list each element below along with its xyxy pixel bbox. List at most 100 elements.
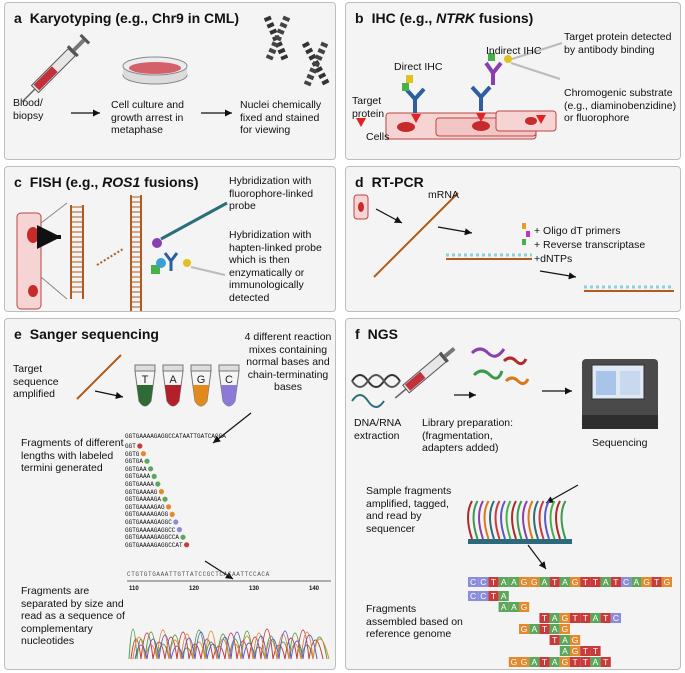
fragment-row: GGTGAA: [125, 465, 147, 473]
svg-text:T: T: [542, 624, 547, 634]
dntp-label: +dNTPs: [534, 253, 573, 265]
target-detected-label: Target protein detected by antibody bind…: [564, 31, 672, 56]
svg-text:G: G: [521, 624, 528, 634]
cluster-strand: [522, 500, 528, 540]
fragment-row: GGTGAAAAGA: [125, 496, 162, 504]
svg-text:A: A: [511, 602, 517, 612]
hyb-hapten-label: Hybridization with hapten-linked probe w…: [229, 229, 322, 304]
tube-label: G: [197, 374, 206, 386]
svg-text:T: T: [542, 657, 547, 667]
primer-icon: [522, 223, 530, 245]
svg-text:C: C: [480, 591, 486, 601]
flow-cell-icon: [468, 539, 572, 544]
indirect-ihc-label: Indirect IHC: [486, 45, 542, 57]
cluster-strand: [549, 500, 556, 540]
dna-rungs: [131, 196, 141, 308]
svg-text:G: G: [572, 577, 579, 587]
svg-text:G: G: [531, 577, 538, 587]
cluster-strand: [489, 500, 495, 540]
direct-antibody-icon: [402, 75, 426, 113]
reaction-tube-a: A: [162, 364, 184, 407]
mrna-cdna-strand-icon: [446, 253, 532, 260]
reaction-tube-g: G: [190, 364, 212, 407]
sequencer-icon: [582, 359, 658, 429]
chromogenic-label: Chromogenic substrate (e.g., diaminobenz…: [564, 87, 677, 124]
fragment-row: GGTGAAAAGAGGCCAT: [125, 541, 183, 549]
fragment-row: GGTGA: [125, 458, 144, 466]
blood-biopsy-label: Blood/ biopsy: [13, 97, 44, 122]
svg-text:G: G: [572, 635, 579, 645]
cell-culture-label: Cell culture and growth arrest in metaph…: [111, 99, 184, 136]
fragment-label-dot: [151, 473, 157, 479]
chromatogram-sequence: CTGTGTGAAATTGTTATCCGCTCACAATTCCACA: [127, 571, 270, 578]
fragments-generated-label: Fragments of different lengths with labe…: [21, 437, 124, 474]
cluster-strand: [500, 500, 506, 540]
svg-text:T: T: [542, 613, 547, 623]
dna-rungs: [71, 206, 83, 293]
mrna-strand-icon: [373, 192, 459, 278]
target-amplified-label: Target sequence amplified: [13, 363, 59, 400]
reaction-tube-t: T: [134, 364, 156, 407]
svg-text:C: C: [613, 613, 619, 623]
sample-fragments-label: Sample fragments amplified, tagged, and …: [366, 485, 452, 535]
target-strand-icon: [76, 354, 122, 400]
fluorophore-probe-icon: [152, 201, 228, 248]
svg-text:T: T: [491, 577, 496, 587]
svg-text:C: C: [470, 577, 476, 587]
fragment-label-dot: [140, 451, 146, 457]
svg-text:A: A: [531, 624, 537, 634]
fragment-label-dot: [166, 504, 172, 510]
fragment-label-dot: [137, 443, 143, 449]
svg-text:G: G: [664, 577, 671, 587]
svg-text:T: T: [654, 577, 659, 587]
svg-text:A: A: [562, 577, 568, 587]
fragment-label-dot: [144, 458, 150, 464]
karyotyping-illustration: [21, 15, 331, 117]
svg-text:C: C: [480, 577, 486, 587]
svg-text:T: T: [583, 613, 588, 623]
cell-icon: [16, 212, 42, 310]
svg-text:A: A: [562, 635, 568, 645]
svg-text:T: T: [583, 646, 588, 656]
full-sequence-text: GGTGAAAAGAGGCCATAATTGATCAGGA: [125, 433, 226, 440]
fragment-row: GGTGAAAAGAG: [125, 503, 165, 511]
dna-helix-icon: [351, 374, 401, 408]
svg-text:A: A: [593, 613, 599, 623]
svg-text:G: G: [562, 613, 569, 623]
fish-illustration: [16, 195, 228, 311]
fragment-squiggles-icon: [470, 347, 530, 386]
cluster-strand: [505, 500, 512, 540]
svg-text:T: T: [603, 657, 608, 667]
svg-text:T: T: [583, 657, 588, 667]
svg-text:T: T: [583, 577, 588, 587]
indirect-antibody-icon: [470, 42, 563, 111]
cluster-strand: [527, 500, 534, 540]
hyb-fluorophore-label: Hybridization with fluorophore-linked pr…: [229, 175, 314, 212]
svg-text:A: A: [603, 577, 609, 587]
svg-text:A: A: [542, 577, 548, 587]
double-strand-icon: [584, 285, 674, 292]
fragment-row: GGTGAAAAG: [125, 488, 158, 496]
fragment-row: GGTGAAAAGAGGCCA: [125, 534, 180, 542]
direct-ihc-label: Direct IHC: [394, 61, 443, 73]
cluster-strand: [555, 500, 561, 540]
separated-label: Fragments are separated by size and read…: [21, 585, 125, 647]
cell-icon: [353, 194, 369, 220]
svg-text:A: A: [511, 577, 517, 587]
svg-text:C: C: [470, 591, 476, 601]
cluster-strand: [472, 500, 479, 540]
cluster-strand: [516, 500, 523, 540]
tube-label: A: [169, 374, 177, 386]
fragment-label-dot: [184, 542, 190, 548]
svg-text:T: T: [572, 657, 577, 667]
fragment-label-dot: [173, 519, 179, 525]
